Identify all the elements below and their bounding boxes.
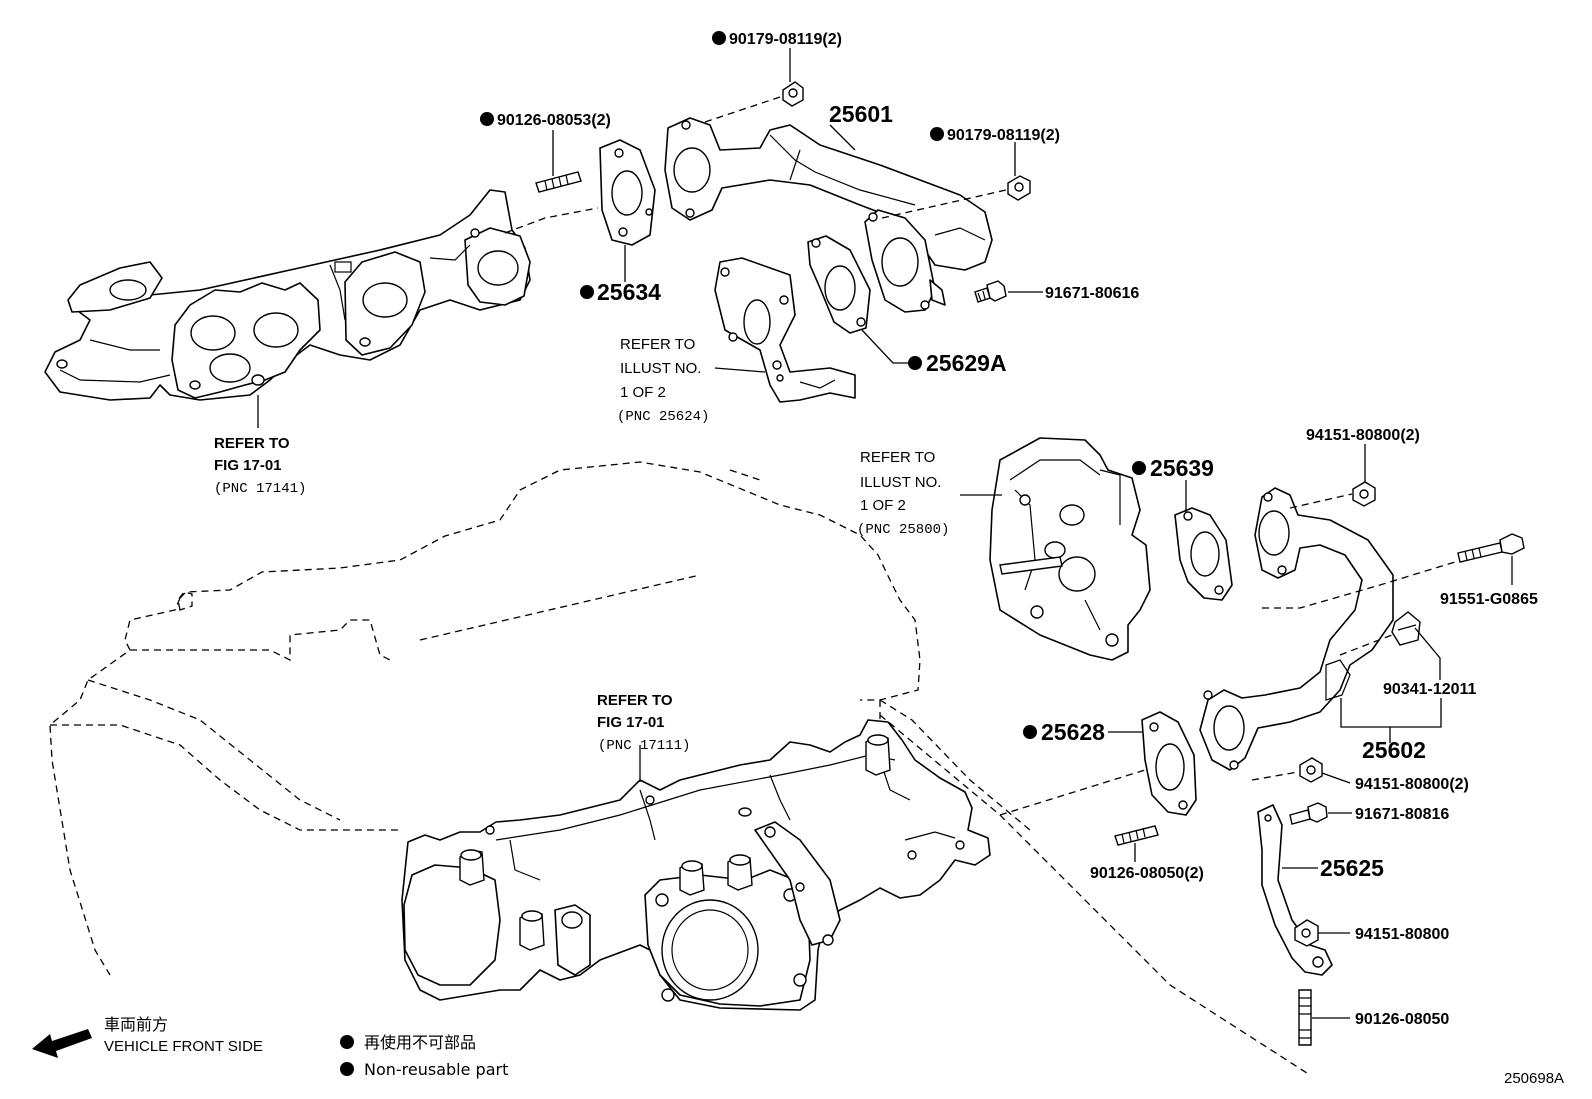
nut-94151-80800-b xyxy=(1299,757,1323,783)
nut-94151-80800-a xyxy=(1352,481,1376,507)
svg-text:(PNC 25800): (PNC 25800) xyxy=(857,522,949,538)
svg-text:REFER TO: REFER TO xyxy=(620,336,695,353)
callout-25602: 25602 xyxy=(1362,737,1426,763)
refer-note-17111: REFER TO FIG 17-01 (PNC 17111) xyxy=(597,692,690,754)
egr-valve-25800 xyxy=(989,437,1151,661)
callout-90341-12011: 90341-12011 xyxy=(1383,681,1477,698)
svg-text:ILLUST NO.: ILLUST NO. xyxy=(620,360,701,377)
intake-manifold xyxy=(401,719,991,1011)
nut-90179-08119-b xyxy=(1007,175,1031,201)
legend: 車両前方 VEHICLE FRONT SIDE 再使用不可部品 Non-reus… xyxy=(32,1015,508,1079)
nut-90179-08119-a xyxy=(782,81,804,107)
svg-text:(PNC 25624): (PNC 25624) xyxy=(617,409,709,425)
callout-25601: 25601 xyxy=(829,101,893,127)
callout-91671-80616: 91671-80616 xyxy=(1045,285,1139,302)
svg-text:(PNC 17141): (PNC 17141) xyxy=(214,481,306,497)
exhaust-manifold xyxy=(44,189,531,401)
svg-text:REFER TO: REFER TO xyxy=(214,435,290,452)
egr-pipe-25601 xyxy=(664,117,993,313)
non-reusable-dot-icon xyxy=(340,1062,354,1076)
nut-94151-80800-c xyxy=(1294,919,1319,947)
refer-note-25624: REFER TO ILLUST NO. 1 OF 2 (PNC 25624) xyxy=(617,336,709,425)
callout-25634: 25634 xyxy=(597,279,661,305)
callout-91551-G0865: 91551-G0865 xyxy=(1440,591,1538,608)
callout-91671-80816: 91671-80816 xyxy=(1355,806,1449,823)
stud-90126-08050 xyxy=(1114,825,1159,846)
bolt-91671-80816 xyxy=(1289,802,1328,825)
svg-text:REFER TO: REFER TO xyxy=(597,692,673,709)
callout-25639: 25639 xyxy=(1150,455,1214,481)
egr-pipe-25602 xyxy=(1199,487,1394,771)
svg-text:FIG 17-01: FIG 17-01 xyxy=(597,714,665,731)
stud-90126-08053 xyxy=(535,171,582,193)
callout-90126-08050-a: 90126-08050(2) xyxy=(1090,865,1204,882)
bolt-91551-G0865 xyxy=(1457,533,1525,563)
svg-text:REFER TO: REFER TO xyxy=(860,449,935,466)
callout-90179-08119-a: 90179-08119(2) xyxy=(729,31,842,48)
callout-90126-08053: 90126-08053(2) xyxy=(497,112,611,129)
refer-note-17141: REFER TO FIG 17-01 (PNC 17141) xyxy=(214,435,306,497)
bolt-91671-80616 xyxy=(974,280,1007,303)
nonreusable-label-jp: 再使用不可部品 xyxy=(364,1033,476,1052)
gasket-25629A xyxy=(807,235,871,334)
gasket-25639 xyxy=(1174,507,1233,601)
nonreusable-label-en: Non-reusable part xyxy=(364,1060,508,1079)
gasket-25634 xyxy=(599,139,656,246)
plug-90341-12011 xyxy=(1391,611,1421,646)
svg-text:1 OF 2: 1 OF 2 xyxy=(860,497,906,514)
callout-25628: 25628 xyxy=(1041,719,1105,745)
figure-code: 250698A xyxy=(1504,1070,1564,1087)
direction-label-en: VEHICLE FRONT SIDE xyxy=(104,1038,263,1055)
direction-label-jp: 車両前方 xyxy=(104,1015,168,1034)
svg-text:(PNC 17111): (PNC 17111) xyxy=(598,738,690,754)
callout-labels: 90179-08119(2) 90126-08053(2) 25601 9017… xyxy=(480,31,1538,1028)
front-arrow-icon xyxy=(32,1029,92,1058)
callout-94151-80800-b: 94151-80800(2) xyxy=(1355,776,1469,793)
callout-94151-80800-a: 94151-80800(2) xyxy=(1306,427,1420,444)
bracket-25624 xyxy=(714,257,856,403)
callout-94151-80800-c: 94151-80800 xyxy=(1355,926,1449,943)
callout-25629A: 25629A xyxy=(926,350,1007,376)
stud-90126-08050-b xyxy=(1298,989,1312,1046)
callout-25625: 25625 xyxy=(1320,855,1384,881)
svg-text:FIG 17-01: FIG 17-01 xyxy=(214,457,282,474)
refer-note-25800: REFER TO ILLUST NO. 1 OF 2 (PNC 25800) xyxy=(857,449,949,538)
gasket-25628 xyxy=(1141,711,1197,816)
svg-text:ILLUST NO.: ILLUST NO. xyxy=(860,474,941,491)
non-reusable-dot-icon xyxy=(340,1035,354,1049)
engine-block-outline xyxy=(49,461,1031,976)
svg-text:1 OF 2: 1 OF 2 xyxy=(620,384,666,401)
callout-90179-08119-b: 90179-08119(2) xyxy=(947,127,1060,144)
bracket-25625 xyxy=(1257,804,1333,976)
callout-90126-08050-b: 90126-08050 xyxy=(1355,1011,1449,1028)
